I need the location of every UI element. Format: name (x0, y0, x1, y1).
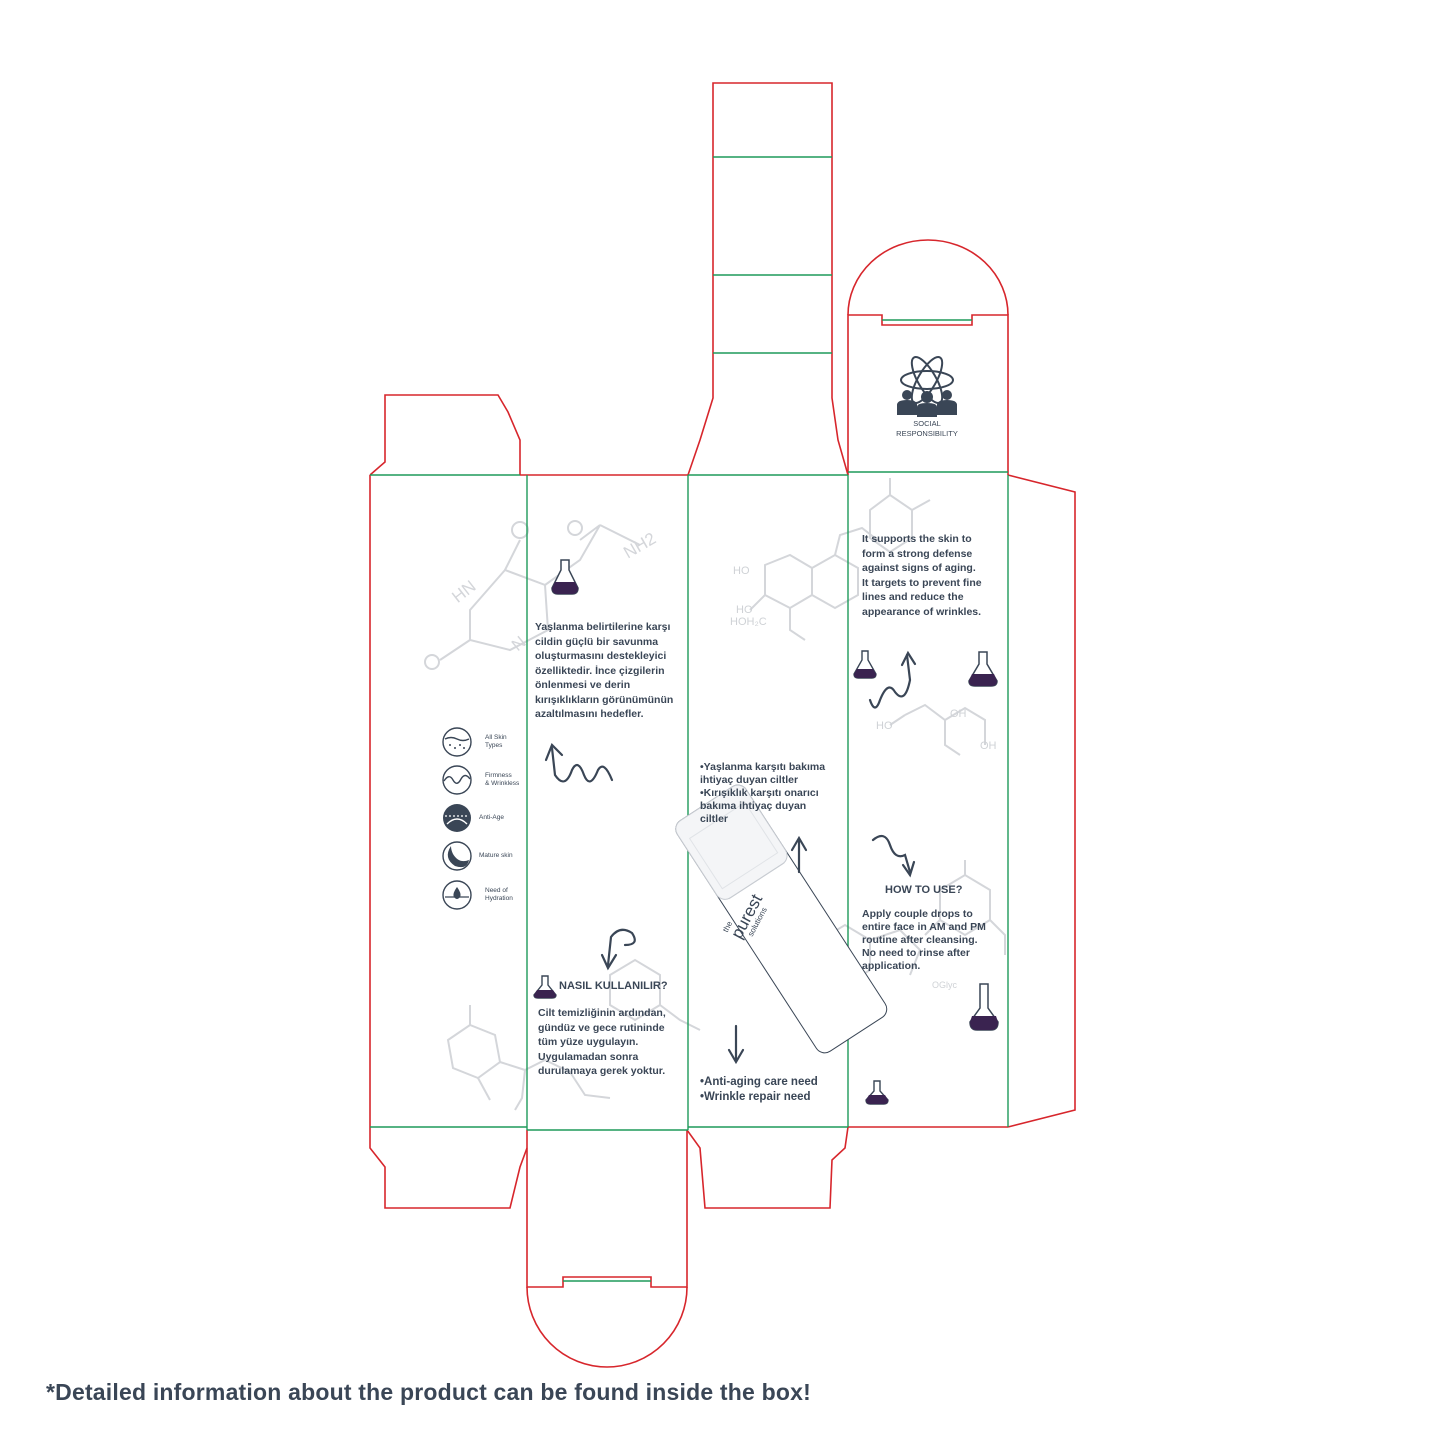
need-of-hydration-icon (442, 880, 472, 910)
feature-mature-skin: Mature skin (441, 840, 513, 872)
text-line: özelliktedir. İnce çizgilerin (535, 664, 665, 677)
text-line: cildin güçlü bir savunma (535, 635, 659, 648)
molecule-label: HOH₂C (730, 616, 767, 628)
text-line: form a strong defense (862, 547, 973, 560)
firmness-wrinkless-icon (442, 765, 472, 795)
text-line: •Wrinkle repair need (700, 1091, 811, 1103)
text-line: Cilt temizliğinin ardından, (538, 1007, 666, 1019)
target-skin-en: •Anti-aging care need •Wrinkle repair ne… (700, 1075, 845, 1105)
feature-label-line1: Need of (485, 887, 508, 894)
english-usage-heading: HOW TO USE? (885, 884, 963, 896)
flask-icon (865, 1080, 889, 1105)
text-line: Apply couple drops to (862, 908, 973, 920)
feature-firmness: Firmness& Wrinkless (441, 764, 519, 796)
text-line: ciltler (700, 813, 729, 825)
flask-icon (969, 983, 999, 1031)
product-bottle (675, 784, 888, 1054)
feature-label-line2: Types (485, 742, 503, 749)
social-responsibility-label: SOCIAL RESPONSIBILITY (877, 419, 977, 439)
feature-label-line1: Firmness (485, 772, 512, 779)
text-line: oluşturmasını destekleyici (535, 650, 667, 662)
text-line: önlenmesi ve derin (535, 679, 631, 691)
text-line: entire face in AM and PM (862, 921, 986, 933)
turkish-usage-heading: NASIL KULLANILIR? (559, 980, 668, 992)
flask-icon (551, 559, 579, 595)
turkish-description: Yaşlanma belirtilerine karşı cildin güçl… (535, 620, 685, 722)
flask-icons (533, 559, 999, 1105)
feature-label-line1: All Skin (485, 734, 507, 741)
arrow-decorations (544, 650, 917, 1065)
molecule-label: OGlyc (932, 980, 958, 990)
text-line: kırışıklıkların görünümünün (535, 693, 674, 706)
text-line: against signs of aging. (862, 562, 976, 574)
text-line: durulamaya gerek yoktur. (538, 1065, 666, 1077)
turkish-usage-text: Cilt temizliğinin ardından, gündüz ve ge… (538, 1006, 688, 1079)
text-line: No need to rinse after (862, 947, 970, 959)
flask-icon (968, 651, 998, 687)
feature-label-line2: Hydration (485, 895, 513, 902)
fold-lines (370, 156, 1009, 1282)
molecule-decorations (424, 478, 1006, 1111)
social-responsibility-icon (897, 356, 957, 417)
text-line: It supports the skin to (862, 533, 972, 545)
text-line: ihtiyaç duyan ciltler (700, 774, 799, 786)
text-line: azaltılmasını hedefler. (535, 708, 644, 720)
social-line2: RESPONSIBILITY (896, 429, 958, 438)
target-skin-tr: •Yaşlanma karşıtı bakıma ihtiyaç duyan c… (700, 761, 845, 826)
feature-label-line1: Mature skin (479, 852, 513, 859)
english-usage-text: Apply couple drops to entire face in AM … (862, 908, 1007, 973)
text-line: •Kırışıklık karşıtı onarıcı (700, 787, 819, 799)
english-description: It supports the skin to form a strong de… (862, 532, 1002, 619)
molecule-label: HO (736, 604, 753, 616)
feature-label-line1: Anti-Age (479, 814, 504, 821)
text-line: Yaşlanma belirtilerine karşı (535, 621, 671, 633)
footnote: *Detailed information about the product … (46, 1379, 811, 1405)
text-line: appearance of wrinkles. (862, 605, 982, 618)
text-line: bakıma ihtiyaç duyan (700, 800, 807, 812)
social-line1: SOCIAL (913, 419, 941, 428)
text-line: Uygulamadan sonra (538, 1050, 639, 1063)
text-line: •Anti-aging care need (700, 1076, 818, 1088)
flask-icon (853, 650, 877, 679)
text-line: tüm yüze uygulayın. (538, 1036, 639, 1048)
text-line: application. (862, 960, 921, 972)
text-line: gündüz ve gece rutininde (538, 1021, 665, 1034)
text-line: •Yaşlanma karşıtı bakıma (700, 761, 826, 773)
feature-label-line2: & Wrinkless (485, 780, 520, 787)
text-line: routine after cleansing. (862, 934, 978, 946)
text-line: It targets to prevent fine (862, 576, 982, 589)
flask-icon (533, 975, 557, 999)
text-line: lines and reduce the (862, 591, 964, 603)
molecule-label: HO (733, 565, 750, 577)
all-skin-types-icon (442, 727, 472, 757)
mature-skin-icon (442, 841, 472, 871)
molecule-label: OH (950, 708, 967, 720)
feature-anti-age: Anti-Age (441, 802, 504, 834)
cut-lines (369, 82, 1076, 1368)
molecule-label: OH (980, 740, 997, 752)
molecule-label: HO (876, 720, 893, 732)
anti-age-icon (443, 804, 471, 832)
